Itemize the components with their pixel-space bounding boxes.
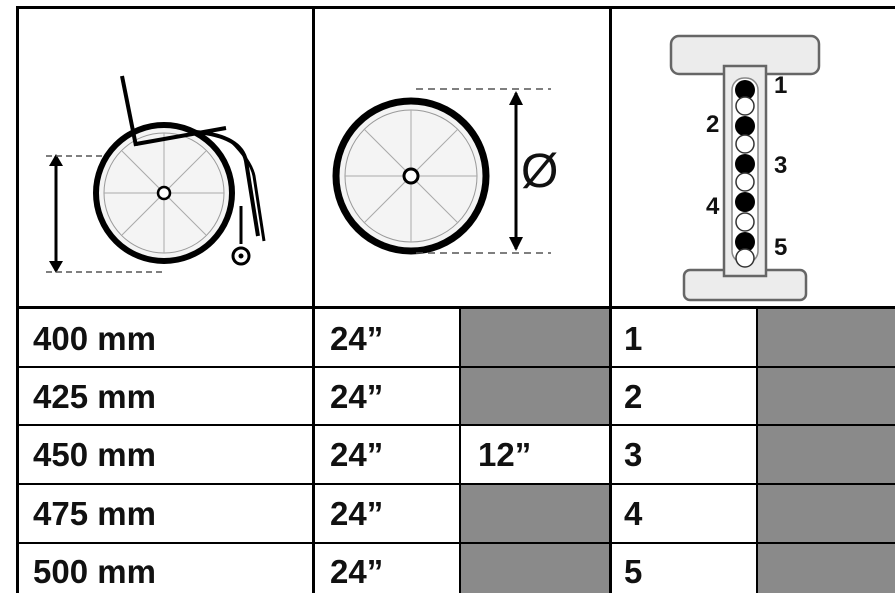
row-divider-1 (16, 366, 895, 368)
seat-height-cell: 450 mm (33, 436, 156, 473)
table-border-top (16, 6, 895, 9)
row-divider-2 (16, 424, 895, 426)
row-divider-3 (16, 483, 895, 485)
axle-label-1: 1 (774, 72, 787, 99)
row-divider-4 (16, 542, 895, 544)
wheel-size-cell: 24” (330, 378, 384, 415)
table-border-left (16, 6, 19, 593)
shaded-cell-position-row-4 (758, 485, 895, 542)
column-divider-position (756, 307, 758, 593)
axle-position-cell: 3 (624, 436, 643, 473)
shaded-cell-position-row-5 (758, 544, 895, 593)
seat-height-cell: 500 mm (33, 553, 156, 590)
shaded-cell-caster-row-2 (461, 368, 609, 424)
axle-position-cell: 1 (624, 320, 643, 357)
spec-table: Ø 1 2 3 4 5 400 mm 24” 1 425 mm 24” 2 45… (16, 6, 895, 593)
axle-label-2: 2 (706, 111, 719, 138)
wheelchair-seat-height-icon (46, 75, 266, 273)
shaded-cell-caster-row-5 (461, 544, 609, 593)
axle-position-cell: 4 (624, 495, 643, 532)
wheel-size-cell: 24” (330, 436, 384, 473)
column-divider-1 (312, 6, 315, 593)
axle-position-cell: 5 (624, 553, 643, 590)
wheel-size-cell: 24” (330, 553, 384, 590)
header-divider (16, 306, 895, 309)
axle-position-cell: 2 (624, 378, 643, 415)
shaded-cell-caster-row-4 (461, 485, 609, 542)
axle-label-3: 3 (774, 152, 787, 179)
axle-position-plate-icon: 1 2 3 4 5 (669, 34, 821, 302)
shaded-cell-position-row-2 (758, 368, 895, 424)
shaded-cell-position-row-3 (758, 426, 895, 483)
column-divider-caster (459, 307, 461, 593)
caster-size-cell: 12” (478, 436, 532, 473)
seat-height-cell: 400 mm (33, 320, 156, 357)
diameter-symbol: Ø (521, 145, 559, 198)
wheel-size-cell: 24” (330, 320, 384, 357)
shaded-cell-caster-row-1 (461, 309, 609, 366)
wheel-size-cell: 24” (330, 495, 384, 532)
seat-height-cell: 425 mm (33, 378, 156, 415)
axle-label-5: 5 (774, 234, 787, 261)
column-divider-2 (609, 6, 612, 593)
shaded-cell-position-row-1 (758, 309, 895, 366)
wheel-diameter-icon (332, 88, 551, 255)
axle-label-4: 4 (706, 193, 720, 220)
seat-height-cell: 475 mm (33, 495, 156, 532)
